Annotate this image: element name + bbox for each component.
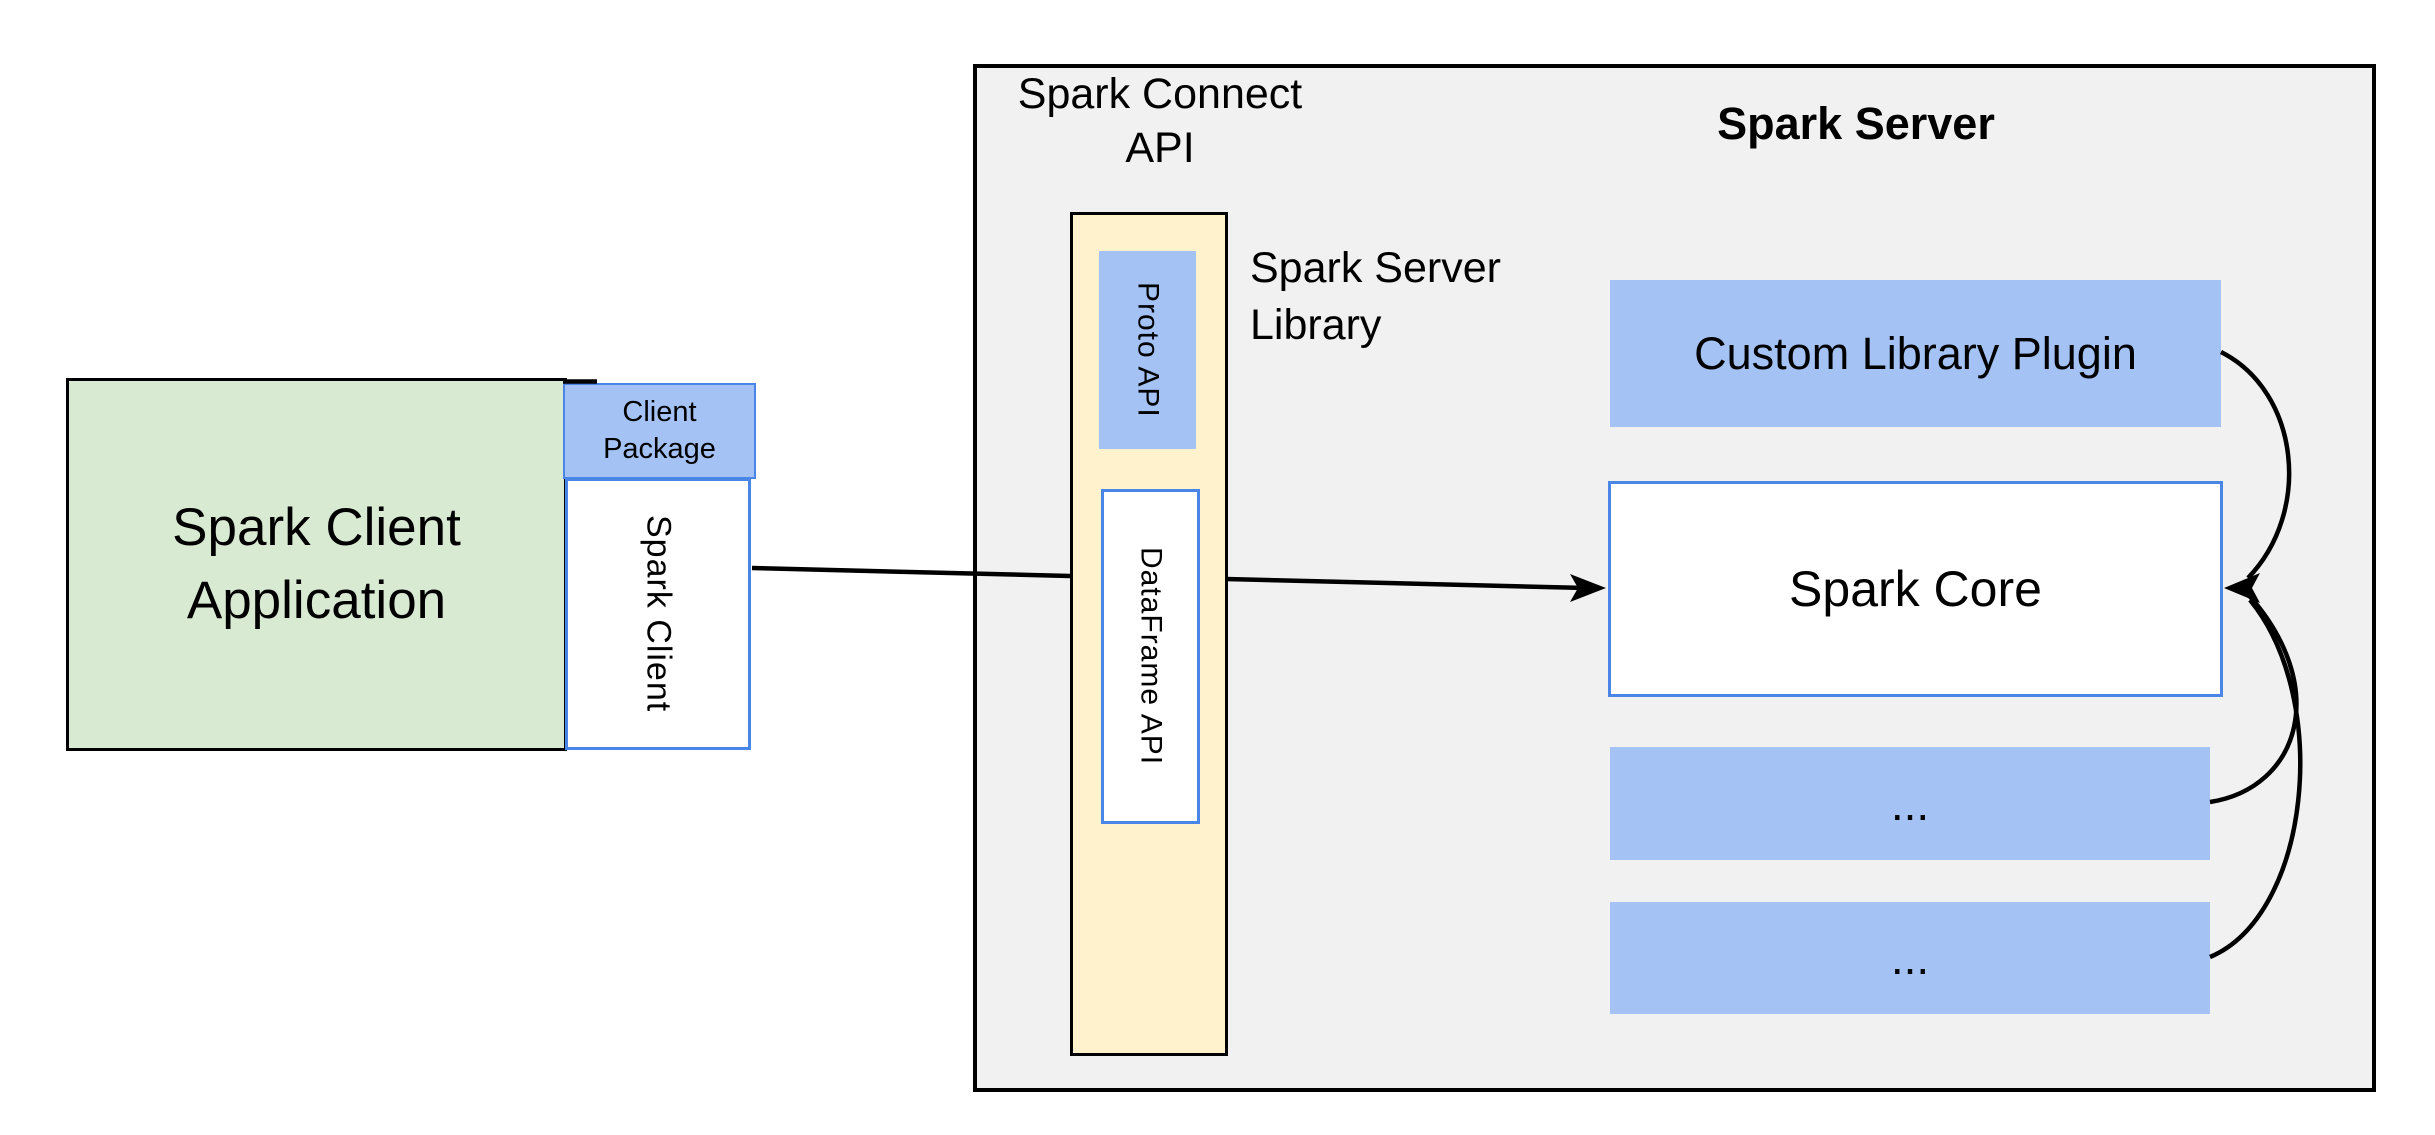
spark-client-box: Spark Client — [565, 478, 751, 750]
custom-library-plugin-box: Custom Library Plugin — [1610, 280, 2221, 427]
plugin-placeholder-label-1: ... — [1890, 777, 1930, 830]
dataframe-api-label: DataFrame API — [1134, 547, 1168, 766]
spark-core-box: Spark Core — [1608, 481, 2223, 697]
proto-api-label: Proto API — [1131, 282, 1165, 418]
client-package-label: Client Package — [603, 395, 716, 465]
spark-connect-api-label: Spark Connect API — [1017, 70, 1303, 172]
spark-client-application-box: Spark Client Application — [66, 378, 567, 751]
client-package-box: Client Package — [563, 383, 756, 479]
spark-client-application-label: Spark Client Application — [172, 498, 461, 630]
spark-server-library-label: Spark Server Library — [1250, 244, 1501, 349]
proto-api-box: Proto API — [1099, 251, 1196, 449]
dataframe-api-box: DataFrame API — [1101, 489, 1200, 824]
plugin-placeholder-label-2: ... — [1890, 932, 1930, 984]
custom-library-plugin-label: Custom Library Plugin — [1694, 327, 2137, 379]
plugin-placeholder-box-1: ... — [1610, 747, 2210, 860]
spark-core-label: Spark Core — [1789, 561, 2042, 617]
plugin-placeholder-box-2: ... — [1610, 902, 2210, 1014]
spark-server-title: Spark Server — [1717, 98, 1995, 149]
spark-client-label: Spark Client — [639, 515, 678, 713]
